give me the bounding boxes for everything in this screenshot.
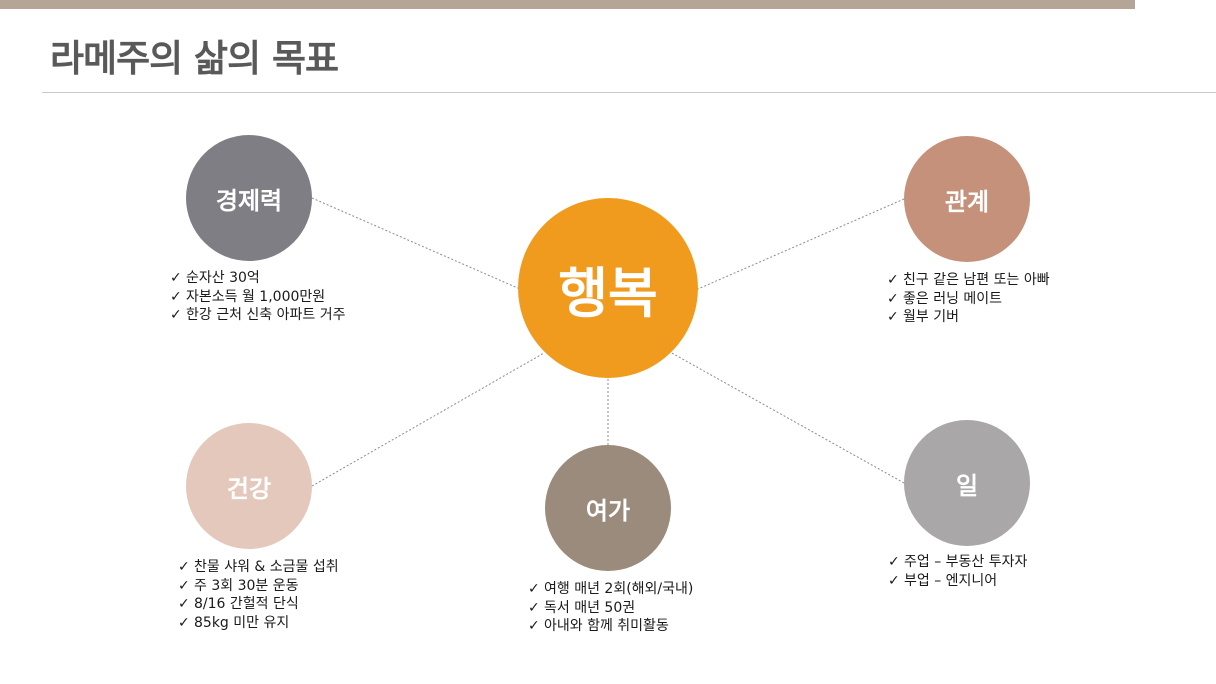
- check-icon: ✓: [178, 596, 190, 612]
- list-item-text: 자본소득 월 1,000만원: [186, 288, 326, 305]
- node-economy-label: 경제력: [215, 186, 283, 215]
- node-health-label: 건강: [226, 474, 272, 503]
- list-item: ✓한강 근처 신축 아파트 거주: [170, 306, 345, 325]
- list-item: ✓여행 매년 2회(해외/국내): [528, 580, 693, 599]
- list-item: ✓아내와 함께 취미활동: [528, 617, 693, 636]
- check-icon: ✓: [528, 599, 540, 616]
- connector-work: [669, 351, 905, 484]
- check-icon: ✓: [178, 614, 190, 631]
- check-icon: ✓: [170, 307, 182, 323]
- page-title: 라메주의 삶의 목표: [50, 37, 339, 80]
- check-icon: ✓: [887, 290, 899, 307]
- check-icon: ✓: [178, 559, 190, 575]
- node-leisure: 여가: [545, 445, 671, 571]
- list-item: ✓85kg 미만 유지: [178, 614, 339, 633]
- center-node-happiness: 행복: [518, 198, 698, 378]
- check-icon: ✓: [888, 554, 900, 570]
- node-leisure-label: 여가: [585, 496, 631, 525]
- list-item-text: 아내와 함께 취미활동: [544, 618, 669, 634]
- list-item-text: 8/16 간헐적 단식: [194, 596, 299, 612]
- list-item-text: 주업 – 부동산 투자자: [904, 554, 1028, 570]
- node-economy: 경제력: [186, 135, 312, 261]
- list-item: ✓자본소득 월 1,000만원: [170, 288, 345, 307]
- list-item: ✓주업 – 부동산 투자자: [888, 553, 1027, 572]
- list-item-text: 독서 매년 50권: [544, 599, 636, 616]
- check-icon: ✓: [178, 577, 190, 594]
- connector-relations: [697, 198, 905, 290]
- connector-health: [311, 352, 545, 487]
- list-item: ✓친구 같은 남편 또는 아빠: [887, 271, 1050, 290]
- list-item-text: 한강 근처 신축 아파트 거주: [186, 307, 346, 323]
- node-work-label: 일: [955, 471, 979, 500]
- health-goals-list: ✓찬물 샤워 & 소금물 섭취 ✓주 3회 30분 운동 ✓8/16 간헐적 단…: [178, 558, 339, 632]
- list-item: ✓월부 기버: [887, 308, 1050, 327]
- node-work: 일: [904, 420, 1030, 546]
- top-accent-bar: [0, 0, 1135, 9]
- check-icon: ✓: [528, 581, 540, 597]
- list-item: ✓8/16 간헐적 단식: [178, 595, 339, 614]
- list-item: ✓찬물 샤워 & 소금물 섭취: [178, 558, 339, 577]
- list-item: ✓부업 – 엔지니어: [888, 572, 1027, 591]
- check-icon: ✓: [888, 572, 900, 589]
- list-item-text: 월부 기버: [903, 309, 959, 325]
- check-icon: ✓: [887, 309, 899, 325]
- check-icon: ✓: [887, 272, 899, 288]
- work-goals-list: ✓주업 – 부동산 투자자 ✓부업 – 엔지니어: [888, 553, 1027, 590]
- node-health: 건강: [186, 423, 312, 549]
- economy-goals-list: ✓순자산 30억 ✓자본소득 월 1,000만원 ✓한강 근처 신축 아파트 거…: [170, 269, 345, 325]
- list-item-text: 주 3회 30분 운동: [194, 577, 299, 594]
- relations-goals-list: ✓친구 같은 남편 또는 아빠 ✓좋은 러닝 메이트 ✓월부 기버: [887, 271, 1050, 327]
- list-item-text: 좋은 러닝 메이트: [903, 290, 1003, 307]
- connector-economy: [311, 197, 521, 290]
- list-item-text: 순자산 30억: [186, 270, 260, 286]
- list-item-text: 85kg 미만 유지: [194, 614, 290, 631]
- leisure-goals-list: ✓여행 매년 2회(해외/국내) ✓독서 매년 50권 ✓아내와 함께 취미활동: [528, 580, 693, 636]
- node-relations: 관계: [904, 136, 1030, 262]
- check-icon: ✓: [528, 618, 540, 634]
- list-item-text: 여행 매년 2회(해외/국내): [544, 581, 694, 597]
- list-item-text: 친구 같은 남편 또는 아빠: [903, 272, 1050, 288]
- list-item-text: 부업 – 엔지니어: [904, 572, 998, 589]
- list-item: ✓좋은 러닝 메이트: [887, 290, 1050, 309]
- check-icon: ✓: [170, 288, 182, 305]
- list-item: ✓독서 매년 50권: [528, 599, 693, 618]
- center-label: 행복: [558, 261, 658, 325]
- list-item-text: 찬물 샤워 & 소금물 섭취: [194, 559, 339, 575]
- check-icon: ✓: [170, 270, 182, 286]
- title-divider: [42, 92, 1216, 93]
- list-item: ✓주 3회 30분 운동: [178, 577, 339, 596]
- node-relations-label: 관계: [944, 187, 990, 216]
- list-item: ✓순자산 30억: [170, 269, 345, 288]
